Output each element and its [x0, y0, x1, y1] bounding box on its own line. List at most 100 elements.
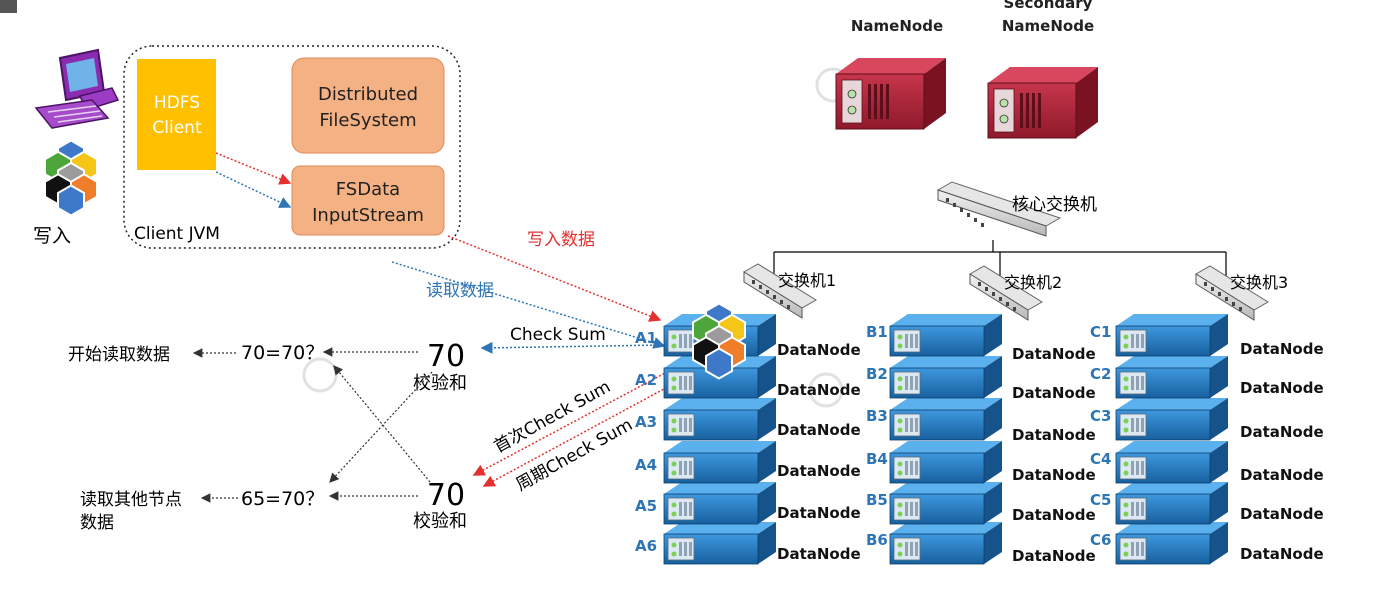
datanode-label: DataNode	[1012, 506, 1096, 524]
read-other-line2: 数据	[80, 513, 114, 533]
server-icon	[1115, 314, 1228, 357]
hexagon-cluster-icon	[44, 139, 98, 217]
hdfs-client-box	[137, 59, 216, 170]
server-icon	[1115, 522, 1228, 565]
start-read-label: 开始读取数据	[68, 345, 170, 365]
core-switch-label: 核心交换机	[1012, 195, 1097, 215]
server-icon	[663, 522, 776, 565]
node-label: B5	[866, 491, 888, 509]
node-label: A1	[635, 329, 657, 347]
server-icon	[663, 441, 776, 484]
switch-icon	[1195, 265, 1269, 321]
namenode-server	[835, 58, 946, 130]
secondary-namenode-label-2: NameNode	[1002, 17, 1094, 35]
hexagon-cell	[57, 184, 85, 217]
switch-icon	[936, 181, 1062, 237]
node-label: A5	[635, 497, 657, 515]
checksum-value-bottom: 70	[427, 478, 465, 513]
node-label: A2	[635, 371, 657, 389]
datanode-label: DataNode	[1240, 505, 1324, 523]
corner-marker	[0, 0, 17, 13]
computer-icon	[34, 48, 120, 129]
read-data-label: 读取数据	[426, 281, 494, 301]
periodic-check-arrow	[482, 375, 689, 487]
node-label: B3	[866, 407, 888, 425]
distributed-filesystem-box	[291, 57, 445, 154]
core-switch	[936, 181, 1062, 237]
check-sum-label: Check Sum	[510, 325, 606, 345]
server-icon	[889, 398, 1002, 441]
datanode-label: DataNode	[1240, 423, 1324, 441]
namenode-label: NameNode	[851, 17, 943, 35]
client-jvm-label: Client JVM	[134, 224, 220, 244]
read-data-arrow	[391, 261, 666, 349]
node-label: C5	[1090, 491, 1111, 509]
hexagon-cell	[705, 347, 733, 380]
datanode-label: DataNode	[777, 341, 861, 359]
writer-label: 写入	[33, 225, 71, 247]
server-icon	[889, 522, 1002, 565]
datanode-label: DataNode	[777, 381, 861, 399]
datanode-label: DataNode	[777, 545, 861, 563]
checksum-label-top: 校验和	[413, 373, 467, 394]
rack-switch-label: 交换机1	[778, 271, 836, 290]
secondary-namenode-server	[987, 67, 1098, 139]
compare-ok: 70=70？	[241, 342, 324, 364]
node-label: A6	[635, 537, 657, 555]
node-label: C3	[1090, 407, 1111, 425]
rack-switch-label: 交换机3	[1230, 273, 1288, 292]
write-data-label: 写入数据	[527, 230, 595, 250]
fsdata-inputstream-box	[291, 165, 445, 236]
node-label: C1	[1090, 323, 1111, 341]
datanode-label: DataNode	[1240, 466, 1324, 484]
node-label: B6	[866, 531, 888, 549]
server-icon	[1115, 398, 1228, 441]
switch-icon	[969, 265, 1043, 321]
datanode-label: DataNode	[1012, 426, 1096, 444]
datanode-label: DataNode	[777, 462, 861, 480]
compare-bad: 65=70？	[241, 488, 324, 510]
server-icon	[1115, 482, 1228, 525]
rack-2: 交换机2B1DataNodeB2DataNodeB3DataNodeB4Data…	[866, 265, 1096, 565]
client-jvm-box	[123, 45, 461, 249]
hdfs-client-line1: HDFS	[154, 93, 200, 113]
datanode-label: DataNode	[1240, 379, 1324, 397]
arrow-cross-1	[333, 365, 431, 483]
node-label: B4	[866, 450, 888, 468]
dfs-line2: FileSystem	[319, 110, 416, 131]
server-icon	[889, 356, 1002, 399]
checksum-value-top: 70	[427, 339, 465, 374]
rack-switch-label: 交换机2	[1004, 273, 1062, 292]
secondary-namenode-label-1: Secondary	[1004, 0, 1093, 12]
node-label: C4	[1090, 450, 1111, 468]
server-icon	[889, 441, 1002, 484]
datanode-label: DataNode	[777, 421, 861, 439]
server-icon	[889, 314, 1002, 357]
rack-3: 交换机3C1DataNodeC2DataNodeC3DataNodeC4Data…	[1090, 265, 1324, 565]
node-label: C6	[1090, 531, 1111, 549]
server-icon	[1115, 356, 1228, 399]
node-label: B2	[866, 365, 888, 383]
node-label: C2	[1090, 365, 1111, 383]
first-check-arrow	[472, 363, 683, 476]
datanode-label: DataNode	[1012, 345, 1096, 363]
read-other-line1: 读取其他节点	[80, 490, 182, 510]
read-arrow-internal	[215, 171, 292, 208]
datanode-label: DataNode	[1012, 384, 1096, 402]
server-icon	[889, 482, 1002, 525]
dfs-line1: Distributed	[318, 84, 418, 105]
arrow-cross-2	[329, 371, 433, 483]
datanode-label: DataNode	[1240, 545, 1324, 563]
datanode-label: DataNode	[1012, 547, 1096, 565]
datanode-label: DataNode	[1012, 466, 1096, 484]
hdfs-client-line2: Client	[152, 118, 202, 138]
checksum-label-bottom: 校验和	[413, 511, 467, 532]
fsd-line1: FSData	[336, 179, 400, 200]
fsd-line2: InputStream	[312, 205, 424, 226]
node-label: A3	[635, 413, 657, 431]
node-label: B1	[866, 323, 888, 341]
node-label: A4	[635, 456, 657, 474]
server-icon	[663, 482, 776, 525]
